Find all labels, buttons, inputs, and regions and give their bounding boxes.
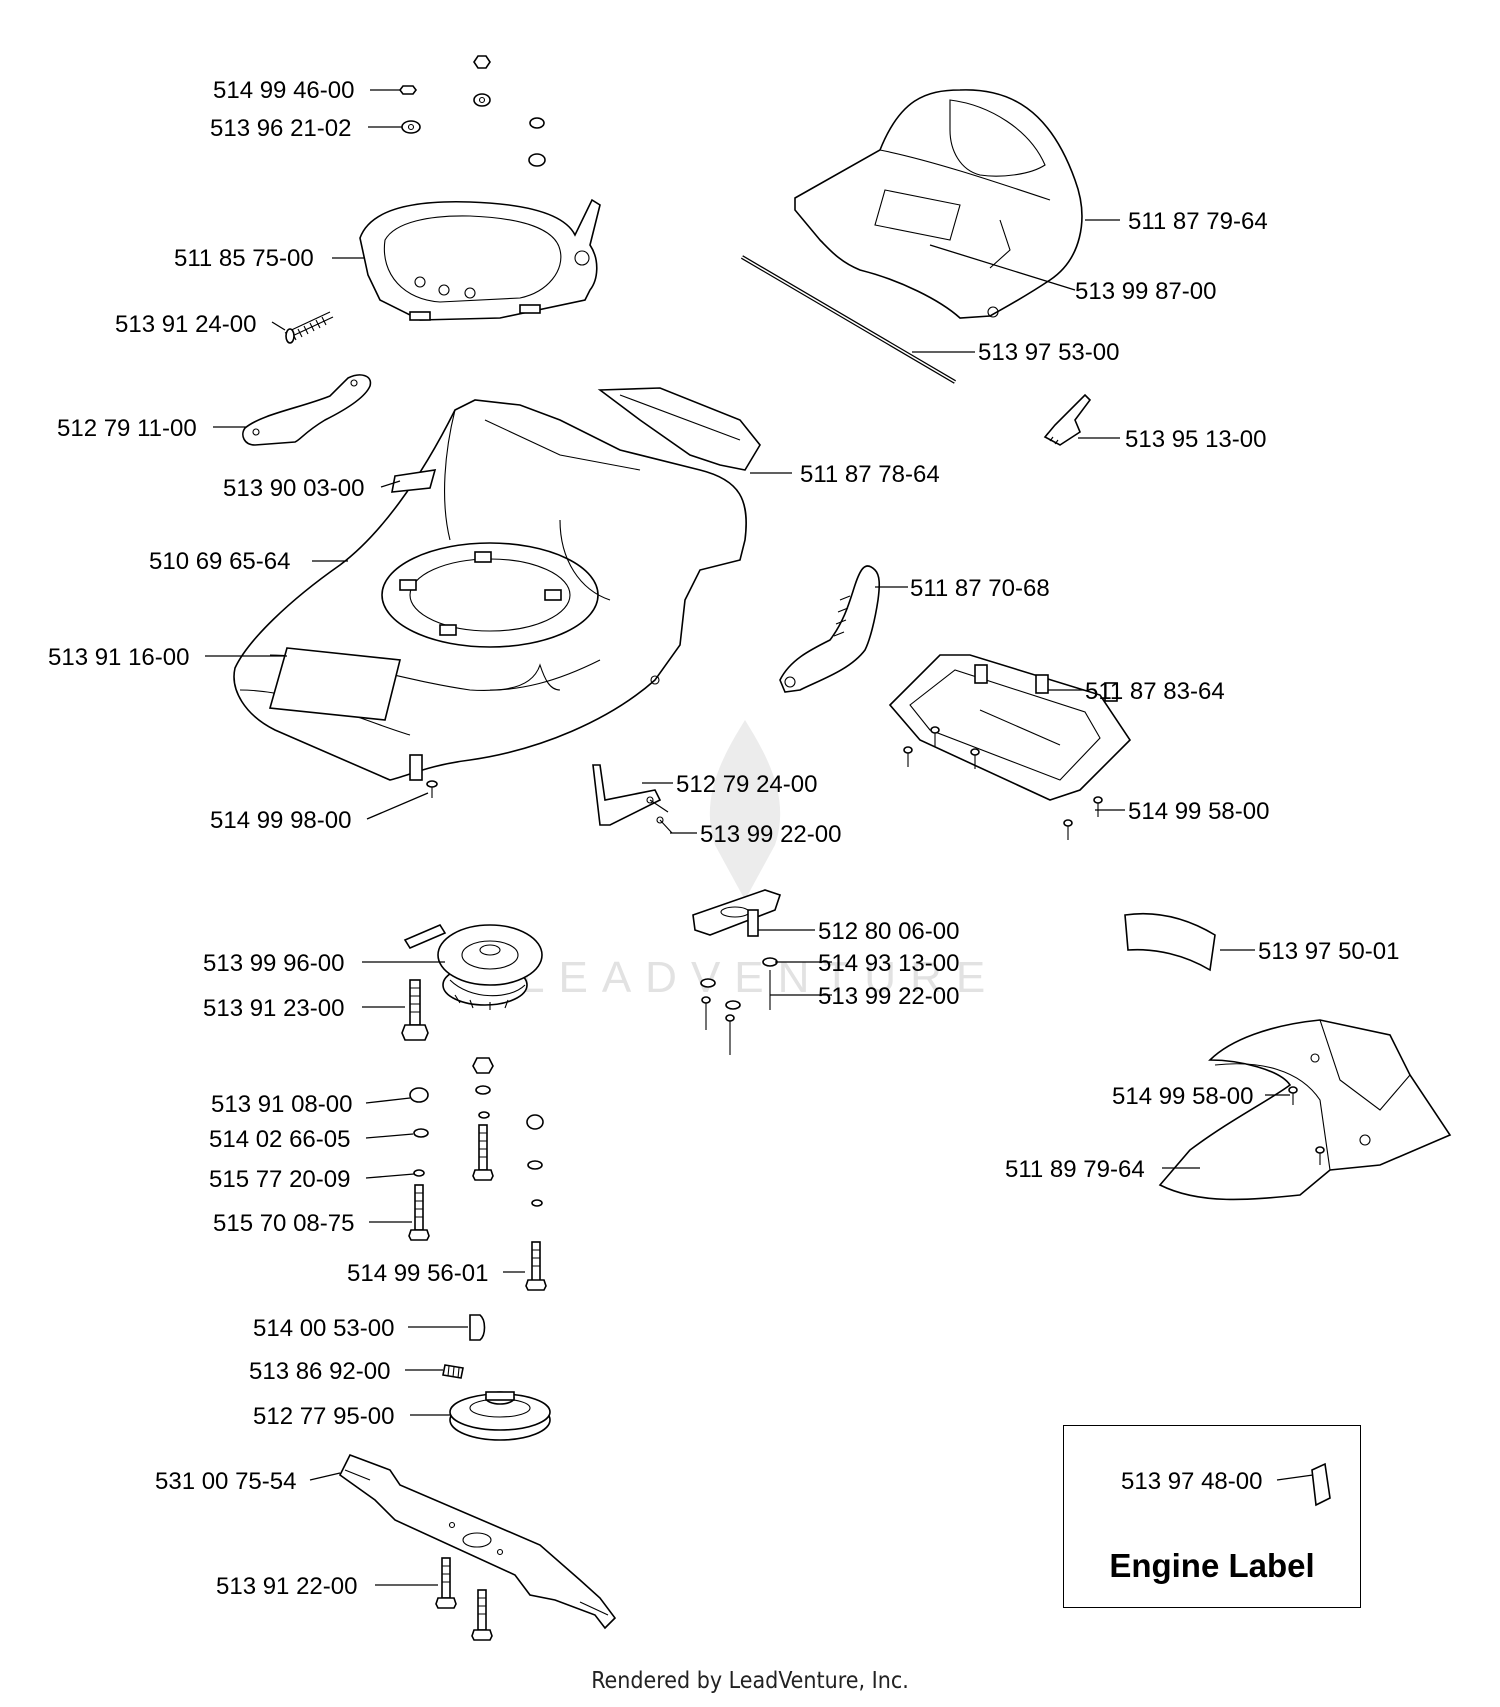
part-label: 513 96 21-02 <box>210 115 351 142</box>
lever-plate <box>242 374 372 446</box>
blade <box>338 1453 617 1630</box>
part-label: 513 97 50-01 <box>1258 938 1399 965</box>
part-label: 514 99 58-00 <box>1128 798 1269 825</box>
part-label: 513 90 03-00 <box>223 475 364 502</box>
label-strip <box>1124 912 1216 972</box>
nut-group-top <box>399 55 546 167</box>
part-label: 511 89 79-64 <box>1005 1156 1145 1183</box>
watermark-text: LEADVENTURE <box>520 953 999 1002</box>
pulley <box>449 1391 551 1441</box>
part-label: 512 80 06-00 <box>818 918 959 945</box>
rear-cover <box>1158 1019 1452 1201</box>
part-label: 513 95 13-00 <box>1125 426 1266 453</box>
part-label: 513 99 22-00 <box>700 821 841 848</box>
clip <box>1043 393 1092 446</box>
part-label: 514 99 56-01 <box>347 1260 488 1287</box>
key <box>469 1314 486 1341</box>
part-label: 513 91 16-00 <box>48 644 189 671</box>
spring <box>284 311 334 344</box>
hardware-stack <box>408 1057 547 1291</box>
engine-label-title: Engine Label <box>1109 1547 1315 1584</box>
watermark: LEADVENTURE <box>520 720 999 1002</box>
part-drawings <box>233 55 1452 1641</box>
part-label: 514 99 58-00 <box>1112 1083 1253 1110</box>
mower-deck <box>233 399 747 781</box>
center-hardware <box>700 957 778 1055</box>
part-label: 511 87 78-64 <box>800 461 940 488</box>
part-label: 511 85 75-00 <box>174 245 314 272</box>
part-label: 511 87 70-68 <box>910 575 1050 602</box>
part-label: 513 99 87-00 <box>1075 278 1216 305</box>
part-label: 513 99 96-00 <box>203 950 344 977</box>
part-label: 511 87 83-64 <box>1085 678 1225 705</box>
tray-housing <box>888 654 1132 801</box>
part-label: 531 00 75-54 <box>155 1468 296 1495</box>
part-label: 511 87 79-64 <box>1128 208 1268 235</box>
rod <box>740 255 957 384</box>
part-label: 513 91 22-00 <box>216 1573 357 1600</box>
part-label: 515 77 20-09 <box>209 1166 350 1193</box>
grass-bag-top <box>794 89 1083 319</box>
leader-lines <box>205 89 1314 1586</box>
part-label: 512 77 95-00 <box>253 1403 394 1430</box>
deck-screw <box>426 780 438 798</box>
part-label: 514 99 46-00 <box>213 77 354 104</box>
footer-credit: Rendered by LeadVenture, Inc. <box>591 1668 909 1694</box>
part-label: 513 99 22-00 <box>818 983 959 1010</box>
part-label: 513 97 53-00 <box>978 339 1119 366</box>
blade-bolts <box>435 1557 493 1641</box>
handle-bracket <box>779 565 881 693</box>
part-label: 514 99 98-00 <box>210 807 351 834</box>
part-label: 513 91 08-00 <box>211 1091 352 1118</box>
engine-label-sticker <box>1311 1462 1331 1507</box>
set-screw <box>442 1364 464 1379</box>
part-label: 514 93 13-00 <box>818 950 959 977</box>
part-label: 510 69 65-64 <box>149 548 290 575</box>
height-adjust-frame <box>359 198 601 321</box>
engine-label-part-number: 513 97 48-00 <box>1121 1468 1262 1495</box>
mount-plate <box>692 889 782 937</box>
part-label: 514 00 53-00 <box>253 1315 394 1342</box>
part-label: 512 79 24-00 <box>676 771 817 798</box>
part-label: 512 79 11-00 <box>57 415 197 442</box>
small-bracket <box>592 764 673 834</box>
clutch-assembly <box>403 923 543 1010</box>
clutch-bolt <box>401 979 429 1041</box>
engine-label-box: Engine Label <box>1063 1425 1361 1608</box>
part-label: 513 91 24-00 <box>115 311 256 338</box>
part-labels: 514 99 46-00 513 96 21-02 511 85 75-00 5… <box>48 77 1399 1600</box>
part-label: 513 91 23-00 <box>203 995 344 1022</box>
part-label: 513 86 92-00 <box>249 1358 390 1385</box>
part-label: 515 70 08-75 <box>213 1210 354 1237</box>
part-label: 514 02 66-05 <box>209 1126 350 1153</box>
deflector-flap <box>597 387 761 471</box>
tray-screws <box>903 726 1103 840</box>
